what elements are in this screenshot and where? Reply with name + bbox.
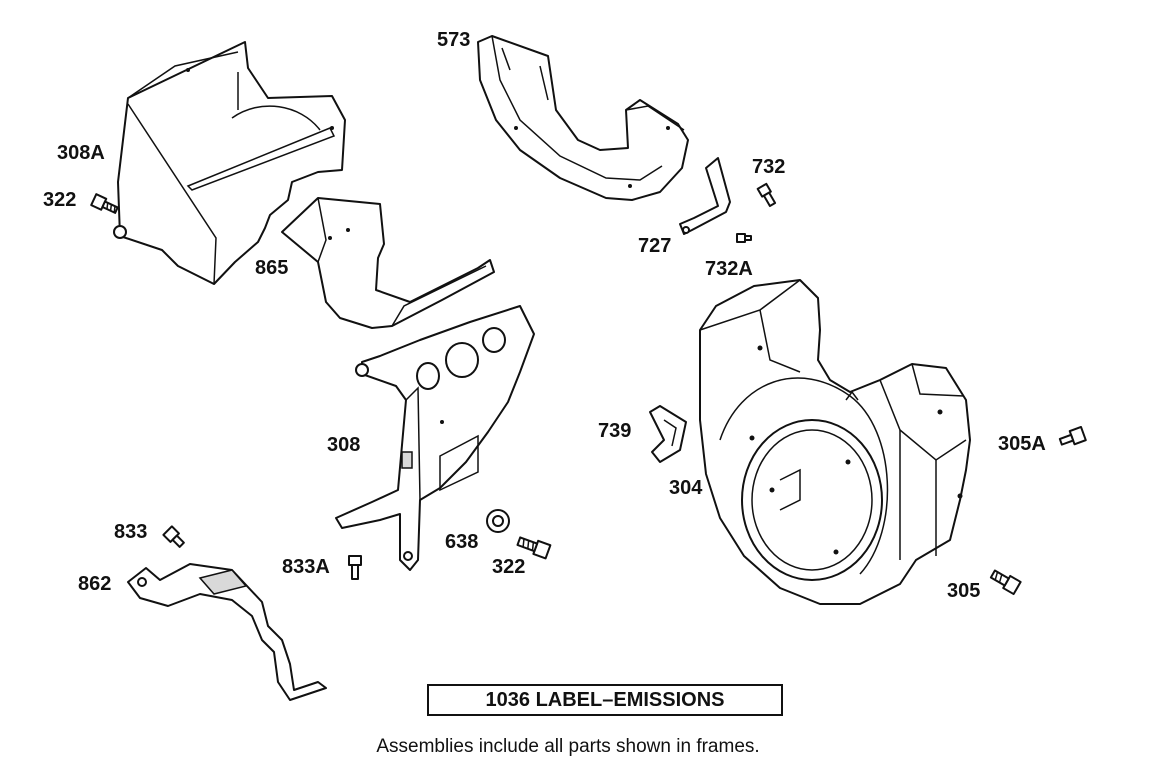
callout-308a: 308A	[57, 142, 105, 164]
callout-304: 304	[669, 477, 703, 499]
bolt-322-mid	[516, 536, 552, 560]
part-739-clip	[649, 405, 687, 463]
callout-833a: 833A	[282, 556, 330, 578]
callout-638: 638	[445, 531, 479, 553]
screw-732a	[736, 233, 752, 243]
callout-305: 305	[947, 580, 981, 602]
callout-865: 865	[255, 257, 289, 279]
callout-322-mid: 322	[492, 556, 526, 578]
bolt-305a	[1058, 426, 1087, 446]
callout-573: 573	[437, 29, 471, 51]
callout-727: 727	[638, 235, 672, 257]
part-304-blower-housing	[699, 279, 971, 605]
part-638-washer	[486, 509, 510, 533]
part-308-backplate	[335, 305, 535, 571]
callout-732: 732	[752, 156, 786, 178]
callout-862: 862	[78, 573, 112, 595]
part-573-shroud	[477, 35, 689, 201]
callout-308: 308	[327, 434, 361, 456]
callout-833: 833	[114, 521, 148, 543]
screw-833	[162, 525, 185, 548]
bolt-305	[989, 569, 1022, 596]
footnote: Assemblies include all parts shown in fr…	[376, 736, 760, 757]
callout-739: 739	[598, 420, 632, 442]
bolt-322-top	[90, 193, 119, 214]
callout-305a: 305A	[998, 433, 1046, 455]
part-308a-air-guide	[113, 41, 346, 285]
part-862-bracket	[127, 563, 327, 701]
emissions-label-frame: 1036 LABEL–EMISSIONS	[427, 684, 783, 716]
screw-732	[756, 182, 777, 208]
part-865-baffle	[281, 197, 495, 329]
screw-833a	[348, 555, 362, 580]
callout-732a: 732A	[705, 258, 753, 280]
part-727-bracket	[679, 157, 731, 235]
callout-322-top: 322	[43, 189, 77, 211]
